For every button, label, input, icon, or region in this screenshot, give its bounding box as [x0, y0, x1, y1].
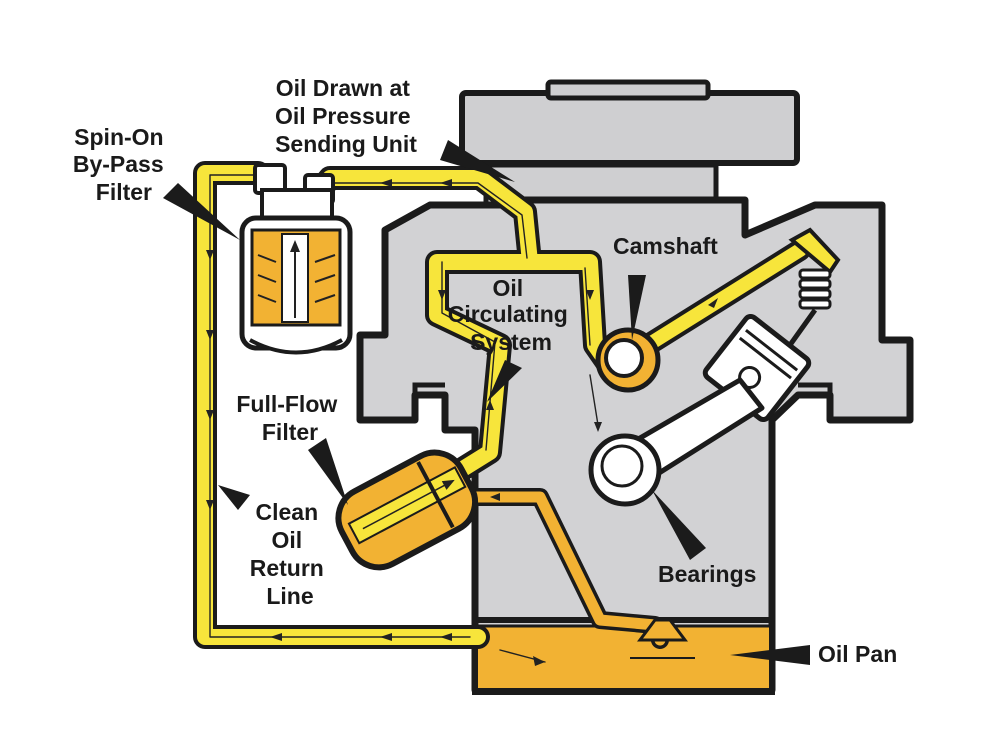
bypass-filter [239, 163, 353, 355]
oil-pickup [630, 618, 695, 659]
camshaft [595, 327, 661, 393]
circulating-line [392, 254, 568, 516]
pointer-bypass-filter [163, 183, 240, 240]
rocker-valve [787, 227, 841, 347]
label-full-flow: Full-Flow Filter [236, 391, 343, 445]
label-circulating: Oil Circulating System [448, 275, 575, 355]
label-bearings: Bearings [658, 561, 756, 587]
labels: Oil Drawn at Oil Pressure Sending Unit S… [73, 75, 897, 667]
label-oil-pan: Oil Pan [818, 641, 897, 667]
pointer-oil-pan [730, 645, 810, 665]
air-cleaner [459, 90, 800, 166]
pointer-bearings [652, 490, 706, 560]
piston-rod [588, 313, 812, 507]
pointer-return-line [218, 485, 250, 510]
pointer-camshaft [628, 275, 646, 340]
rocker-feed-line [633, 243, 807, 357]
label-camshaft: Camshaft [613, 233, 718, 259]
label-sending-unit: Oil Drawn at Oil Pressure Sending Unit [275, 75, 417, 157]
pointers [163, 140, 810, 665]
pointer-circulating [487, 360, 522, 402]
label-return-line: Clean Oil Return Line [250, 499, 331, 609]
pointer-sending-unit [440, 140, 515, 182]
full-flow-filter [335, 449, 479, 571]
pointer-full-flow [308, 438, 348, 505]
oil-pan [478, 626, 770, 688]
label-bypass-filter: Spin-On By-Pass Filter [73, 124, 170, 205]
